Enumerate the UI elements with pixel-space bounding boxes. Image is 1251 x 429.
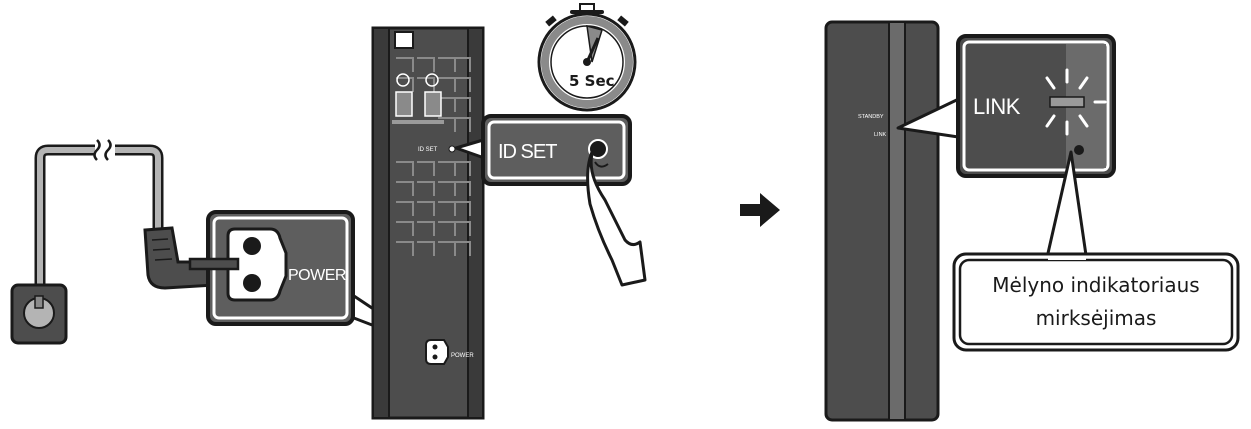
arrow-right-icon	[740, 193, 780, 227]
stopwatch-icon: 5 Sec	[537, 3, 637, 112]
standby-small-label: STANDBY	[858, 114, 884, 120]
subwoofer-front: STANDBY LINK	[824, 20, 940, 422]
vent-grid	[396, 57, 471, 256]
timer-label: 5 Sec	[569, 72, 615, 90]
subwoofer-rear: ID SET POWER	[371, 26, 485, 420]
power-cable	[34, 139, 164, 290]
id-set-label: ID SET	[498, 141, 557, 163]
link-callout: LINK	[896, 34, 1116, 178]
blink-rays-icon	[1045, 68, 1107, 136]
link-small-label: LINK	[874, 132, 887, 138]
speaker-terminals	[392, 73, 444, 124]
wall-outlet-icon	[10, 283, 68, 345]
link-indicator	[1049, 96, 1085, 108]
power-small-label: POWER	[451, 353, 474, 359]
id-set-callout: ID SET	[454, 114, 632, 186]
caption-line1: Mėlyno indikatoriaus	[992, 273, 1199, 297]
caption-callout: Mėlyno indikatoriaus mirksėjimas	[952, 150, 1240, 352]
id-set-small-label: ID SET	[418, 147, 438, 153]
power-label: POWER	[288, 267, 346, 284]
finger-icon	[586, 148, 647, 287]
link-label: LINK	[973, 94, 1021, 119]
caption-line2: mirksėjimas	[1036, 306, 1157, 330]
power-port	[425, 339, 449, 365]
